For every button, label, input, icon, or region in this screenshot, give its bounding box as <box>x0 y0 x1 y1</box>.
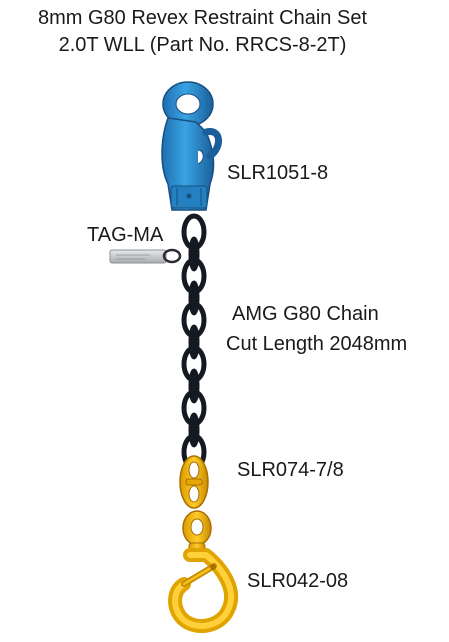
bottom-hook-label: SLR042-08 <box>247 570 349 592</box>
eye-grab-hook-icon <box>161 81 222 211</box>
coupling-link-icon <box>179 455 209 509</box>
page-title: 8mm G80 Revex Restraint Chain Set <box>37 7 368 29</box>
swivel-safety-hook-icon <box>168 510 239 633</box>
connector-label: SLR074-7/8 <box>237 459 344 481</box>
page-subtitle: 2.0T WLL (Part No. RRCS-8-2T) <box>58 34 347 56</box>
chain-link <box>188 368 200 404</box>
chain-link <box>188 324 200 360</box>
chain-link <box>188 280 200 316</box>
top-hook-label: SLR1051-8 <box>227 162 329 184</box>
chain-link <box>188 412 200 448</box>
chain-length-label: Cut Length 2048mm <box>226 333 408 355</box>
chain-link-icon <box>181 213 207 471</box>
chain-label: AMG G80 Chain <box>232 303 379 325</box>
tag-label: TAG-MA <box>87 224 164 246</box>
chain-link <box>188 236 200 272</box>
id-tag-icon <box>109 248 182 264</box>
